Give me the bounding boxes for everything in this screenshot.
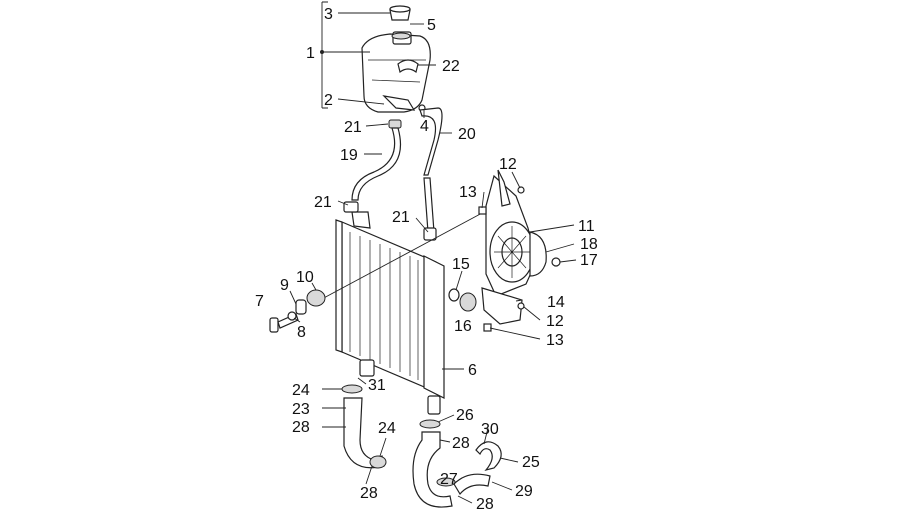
callout-16: 16 — [454, 318, 472, 335]
callout-9: 9 — [280, 277, 289, 294]
hose-29 — [453, 473, 491, 496]
callout-28-center: 28 — [452, 435, 470, 452]
callout-25: 25 — [522, 454, 540, 471]
callout-8: 8 — [297, 324, 306, 341]
callout-14: 14 — [547, 294, 565, 311]
seal-ring — [448, 288, 460, 302]
bolt-17 — [551, 257, 561, 267]
callout-2: 2 — [324, 92, 333, 109]
leader-lines — [289, 1, 577, 504]
callout-21-center: 21 — [392, 209, 410, 226]
callout-15: 15 — [452, 256, 470, 273]
callout-21-tank: 21 — [344, 119, 362, 136]
lower-hose-right — [412, 431, 453, 508]
rubber-grommet — [306, 289, 326, 307]
hose-19 — [351, 127, 402, 201]
hose-25 — [475, 441, 502, 472]
callout-20: 20 — [458, 126, 476, 143]
callout-6: 6 — [468, 362, 477, 379]
callout-30: 30 — [481, 421, 499, 438]
callout-28-left-lower: 28 — [360, 485, 378, 502]
callout-13-upper: 13 — [459, 184, 477, 201]
nut-13-upper — [478, 206, 487, 215]
callout-31: 31 — [368, 377, 386, 394]
callout-27: 27 — [440, 471, 458, 488]
callout-23: 23 — [292, 401, 310, 418]
radiator-plug — [459, 292, 477, 312]
callout-18: 18 — [580, 236, 598, 253]
bolt-12-upper — [517, 186, 525, 194]
callout-29: 29 — [515, 483, 533, 500]
tank-clamp — [397, 59, 419, 74]
callout-1: 1 — [306, 45, 315, 62]
hose-20 — [419, 107, 443, 176]
callout-21-left: 21 — [314, 194, 332, 211]
callout-22: 22 — [442, 58, 460, 75]
callout-24-right: 24 — [378, 420, 396, 437]
callout-7: 7 — [255, 293, 264, 310]
hose-clip-24-right — [369, 455, 387, 469]
callout-26: 26 — [456, 407, 474, 424]
callout-24-left: 24 — [292, 382, 310, 399]
hose-clip-24-left — [341, 384, 363, 394]
callout-19: 19 — [340, 147, 358, 164]
callout-13-lower: 13 — [546, 332, 564, 349]
fan-bracket — [481, 287, 523, 325]
callout-4: 4 — [420, 118, 429, 135]
callout-28-left-upper: 28 — [292, 419, 310, 436]
radiator — [335, 201, 445, 415]
mount-axis — [319, 211, 485, 301]
tank-cap — [389, 5, 411, 40]
hose-clip-27 — [436, 477, 456, 487]
hose-20-lower — [423, 177, 435, 233]
hose-clip-26 — [419, 419, 441, 429]
spacer — [295, 299, 307, 315]
callout-12-upper: 12 — [499, 156, 517, 173]
callout-11: 11 — [578, 218, 595, 235]
callout-28-bottom: 28 — [476, 496, 494, 511]
nut-13-lower — [483, 323, 492, 332]
callout-3: 3 — [324, 6, 333, 23]
hose-clip-upper — [388, 119, 402, 129]
callout-12-lower: 12 — [546, 313, 564, 330]
callout-17: 17 — [580, 252, 598, 269]
callout-5: 5 — [427, 17, 436, 34]
bolt-12-lower — [517, 302, 525, 310]
callout-10: 10 — [296, 269, 314, 286]
cooling-fan — [485, 169, 547, 297]
